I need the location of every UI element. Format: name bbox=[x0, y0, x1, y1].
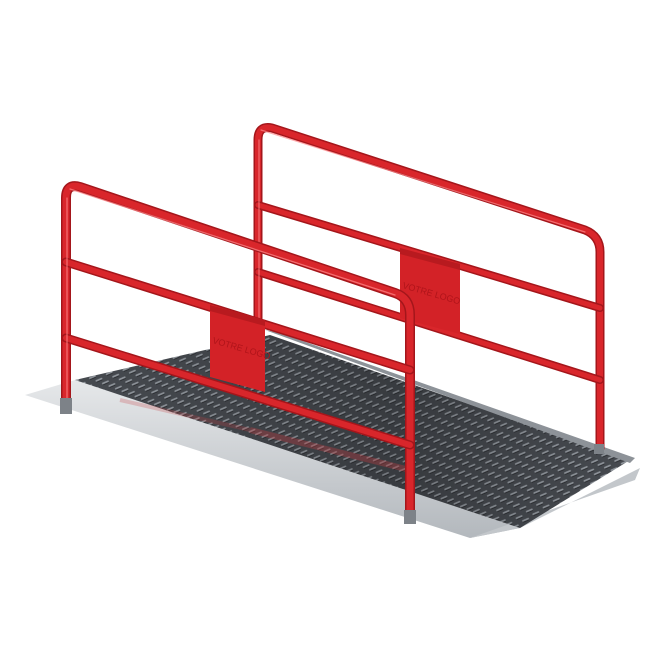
post-brackets bbox=[60, 398, 604, 524]
logo-plate-front: VOTRE LOGO bbox=[210, 305, 271, 392]
deck-back-rim bbox=[265, 330, 635, 463]
deck-front-rim bbox=[25, 380, 520, 538]
